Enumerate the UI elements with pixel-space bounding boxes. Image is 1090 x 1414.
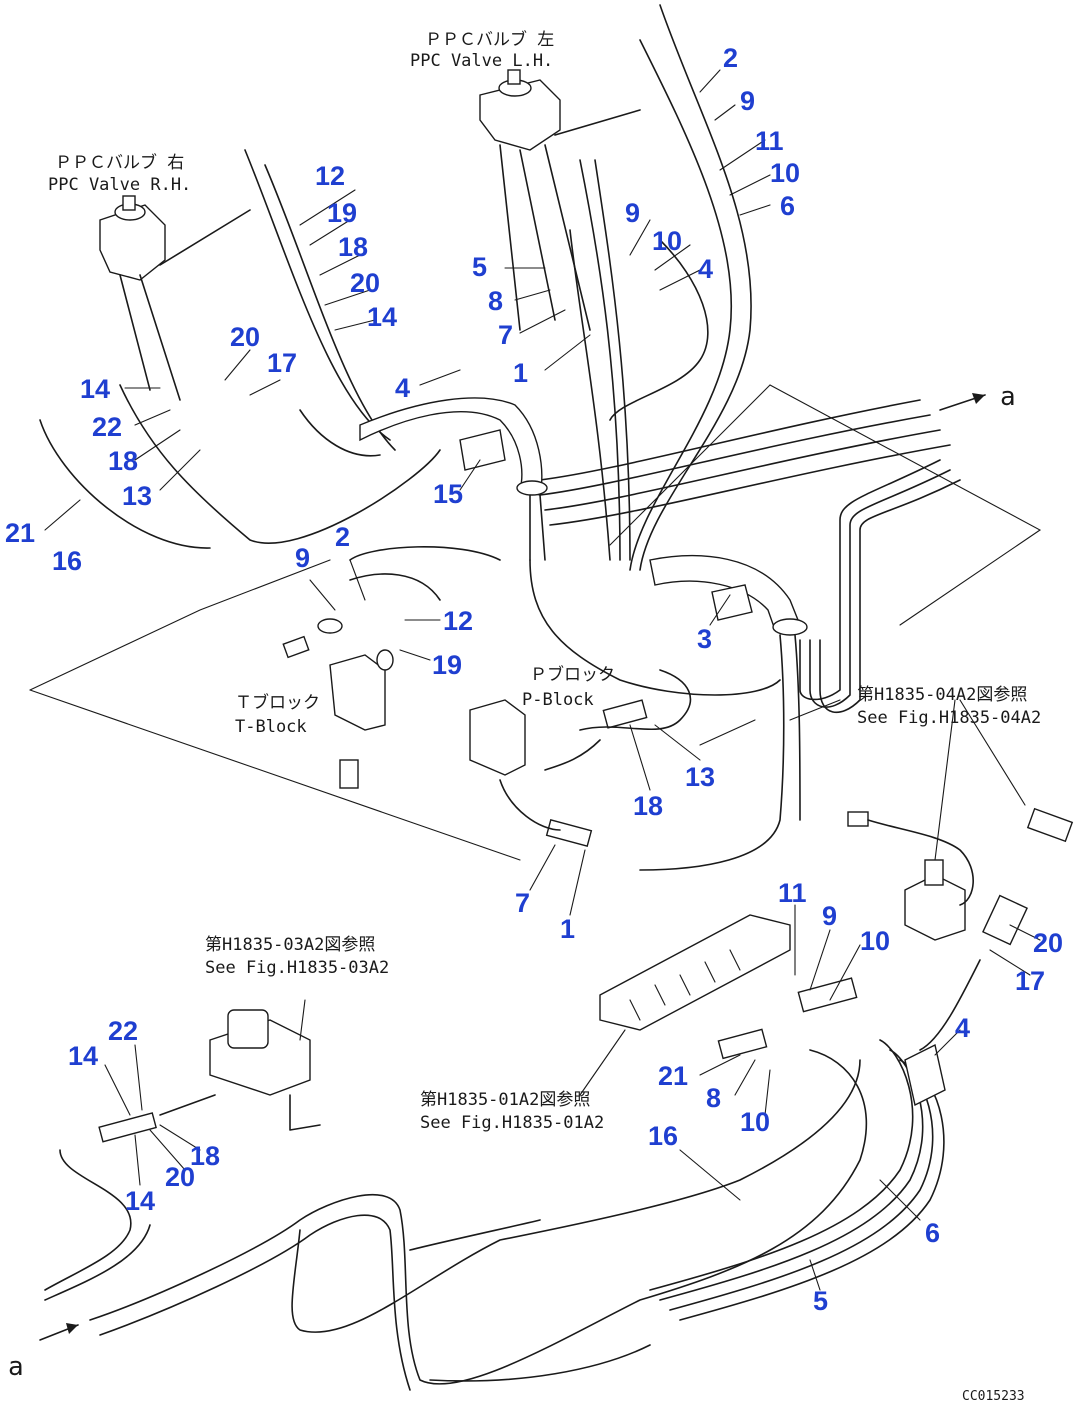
arrow-a-top-label: a [1000,382,1016,412]
callout-18: 18 [108,446,138,476]
callout-9: 9 [740,86,755,116]
callout-20: 20 [230,322,260,352]
arrow-a-bottom-label: a [8,1352,24,1382]
ppc-valve-lh [479,69,641,331]
callout-12: 12 [315,161,345,191]
leader-lines [44,69,1041,1291]
callout-4: 4 [955,1013,970,1043]
callout-6: 6 [925,1218,940,1248]
callout-14: 14 [80,374,110,404]
callout-22: 22 [92,412,122,442]
callout-10: 10 [740,1107,770,1137]
solenoid-valve-left [98,1009,321,1143]
callout-3: 3 [697,624,712,654]
callout-18: 18 [338,232,368,262]
callout-15: 15 [433,479,463,509]
callout-14: 14 [125,1186,155,1216]
callout-19: 19 [327,198,357,228]
callout-22: 22 [108,1016,138,1046]
callout-20: 20 [350,268,380,298]
callout-20: 20 [165,1162,195,1192]
ppc-valve-rh [99,195,251,401]
callout-11: 11 [755,126,784,156]
callout-16: 16 [52,546,82,576]
callout-10: 10 [770,158,800,188]
callout-20: 20 [1033,928,1063,958]
p-block-en-label: P-Block [522,690,594,710]
callout-8: 8 [706,1083,721,1113]
solenoid-valve-right [847,807,1074,1051]
callout-18: 18 [633,791,663,821]
ref-04a2-en-label: See Fig.H1835-04A2 [857,708,1041,728]
ref-01a2-en-label: See Fig.H1835-01A2 [420,1113,604,1133]
callout-6: 6 [780,191,795,221]
arrow-a-bottom [39,1323,79,1341]
ppc-valve-lh-en-label: PPC Valve L.H. [410,51,553,71]
p-block-jp-label: Ｐブロック [530,664,615,685]
callout-21: 21 [5,518,35,548]
ref-04a2-jp-label: 第H1835-04A2図参照 [857,685,1027,705]
callout-13: 13 [122,481,152,511]
ppc-valve-rh-en-label: PPC Valve R.H. [48,175,191,195]
main-control-valve [599,914,858,1060]
ref-01a2-jp-label: 第H1835-01A2図参照 [420,1090,590,1110]
callout-4: 4 [395,373,410,403]
callout-21: 21 [658,1061,688,1091]
elbow-hose-3 [529,459,961,871]
callout-2: 2 [335,522,350,552]
callout-14: 14 [68,1041,98,1071]
callout-2: 2 [723,43,738,73]
callout-5: 5 [813,1286,828,1316]
callout-11: 11 [778,878,807,908]
callout-7: 7 [498,320,513,350]
ref-03a2-en-label: See Fig.H1835-03A2 [205,958,389,978]
p-block [469,669,692,848]
callout-numbers: 2 9 11 10 6 9 10 4 5 8 7 1 4 12 19 18 20… [5,43,1063,1316]
upper-hose-bundle [39,4,951,571]
ppc-valve-rh-jp-label: ＰＰＣバルブ 右 [55,152,184,173]
callout-9: 9 [625,198,640,228]
callout-13: 13 [685,762,715,792]
callout-14: 14 [367,302,397,332]
arrow-a-top [939,393,986,411]
t-block-en-label: T-Block [235,717,307,737]
floor-plate-outlines [29,384,1042,861]
callout-19: 19 [432,650,462,680]
t-block [282,546,501,789]
ppc-valve-lh-jp-label: ＰＰＣバルブ 左 [425,29,554,50]
callout-1: 1 [560,914,575,944]
callout-17: 17 [267,348,297,378]
callout-4: 4 [698,254,713,284]
callout-5: 5 [472,252,487,282]
callout-16: 16 [648,1121,678,1151]
callout-9: 9 [295,543,310,573]
callout-7: 7 [515,888,530,918]
callout-10: 10 [652,226,682,256]
callout-18: 18 [190,1141,220,1171]
callout-9: 9 [822,901,837,931]
callout-10: 10 [860,926,890,956]
text-labels: ＰＰＣバルブ 左 PPC Valve L.H. ＰＰＣバルブ 右 PPC Val… [8,29,1041,1404]
lower-hose-bundle [44,1039,946,1391]
callout-12: 12 [443,606,473,636]
callout-8: 8 [488,286,503,316]
callout-1: 1 [513,358,528,388]
callout-17: 17 [1015,966,1045,996]
drawing-code-label: CC015233 [962,1389,1025,1404]
ref-03a2-jp-label: 第H1835-03A2図参照 [205,935,375,955]
t-block-jp-label: Ｔブロック [235,692,320,713]
